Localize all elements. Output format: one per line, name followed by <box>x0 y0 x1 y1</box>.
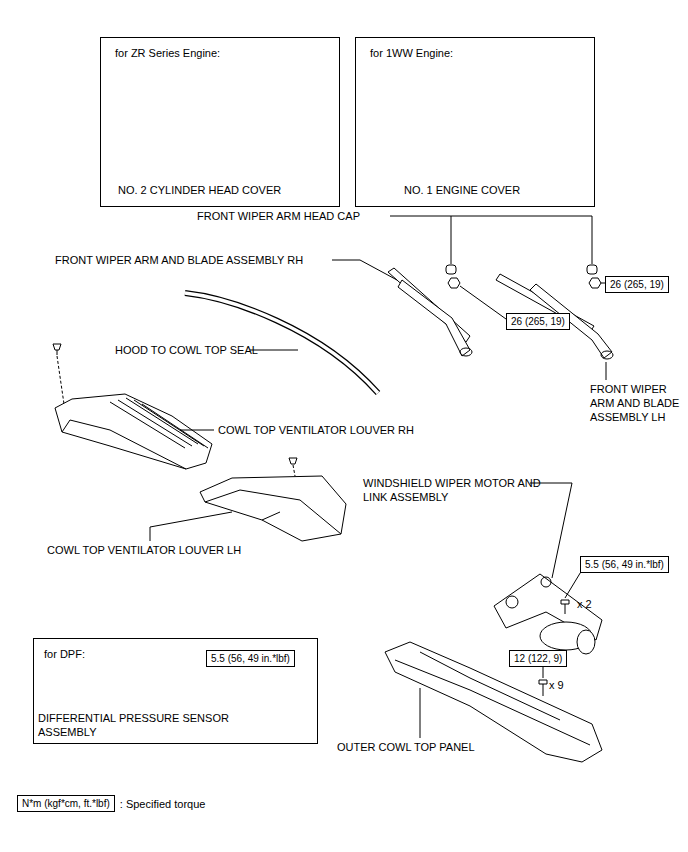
louver-rib <box>110 398 208 448</box>
leader-line <box>606 362 607 380</box>
quantity-label: x 9 <box>549 678 564 692</box>
clip <box>53 344 61 355</box>
variant-heading: for ZR Series Engine: <box>115 46 315 60</box>
variant-box: for DPF:DIFFERENTIAL PRESSURE SENSOR ASS… <box>33 638 318 744</box>
variant-box: for 1WW Engine: NO. 1 ENGINE COVER <box>355 37 595 207</box>
louver-edge <box>205 490 341 534</box>
nut <box>589 278 601 288</box>
arm-pivot <box>460 348 472 356</box>
pivot <box>541 577 551 587</box>
part-label: COWL TOP VENTILATOR LOUVER RH <box>218 423 414 437</box>
louver-outline <box>200 476 346 541</box>
leader-line <box>332 260 397 280</box>
torque-value: 5.5 (56, 49 in.*lbf) <box>211 653 290 664</box>
part-label: NO. 2 CYLINDER HEAD COVER <box>118 183 333 197</box>
part-label: HOOD TO COWL TOP SEAL <box>115 343 258 357</box>
motor-end <box>577 630 595 654</box>
torque-box: 26 (265, 19) <box>605 276 669 293</box>
leader-line <box>390 216 592 264</box>
dashed-line <box>293 465 295 476</box>
part-label: WINDSHIELD WIPER MOTOR AND LINK ASSEMBLY <box>363 476 543 504</box>
leader-line <box>565 570 582 598</box>
legend-torque-box: N*m (kgf*cm, ft.*lbf) <box>17 795 115 812</box>
wiper-motor-link <box>494 574 602 654</box>
part-label: NO. 1 ENGINE COVER <box>404 183 584 197</box>
part-label: FRONT WIPER ARM AND BLADE ASSEMBLY LH <box>590 382 684 424</box>
torque-value: 26 (265, 19) <box>610 279 664 290</box>
part-label: DIFFERENTIAL PRESSURE SENSOR ASSEMBLY <box>38 711 268 739</box>
variant-box: for ZR Series Engine: NO. 2 CYLINDER HEAD… <box>100 37 340 207</box>
wiper-arm-lh <box>496 274 613 359</box>
leader-line <box>530 483 572 578</box>
bolt <box>539 680 547 696</box>
head-cap <box>446 265 456 274</box>
arm-pivot <box>601 351 613 359</box>
leader-line <box>180 430 214 431</box>
torque-box: 5.5 (56, 49 in.*lbf) <box>580 556 669 573</box>
part-label: FRONT WIPER ARM AND BLADE ASSEMBLY RH <box>55 253 303 267</box>
quantity-label: x 2 <box>577 597 592 611</box>
legend-text: : Specified torque <box>120 797 206 811</box>
louver-edge <box>62 420 186 469</box>
bolt <box>561 600 569 614</box>
clip <box>289 458 297 464</box>
torque-value: N*m (kgf*cm, ft.*lbf) <box>22 798 110 809</box>
louver-outline <box>55 394 212 469</box>
seal <box>185 293 378 393</box>
part-label: OUTER COWL TOP PANEL <box>337 740 475 754</box>
head-cap <box>587 265 597 274</box>
leader-line <box>150 512 232 541</box>
part-label: COWL TOP VENTILATOR LOUVER LH <box>47 543 241 557</box>
callout-label: FRONT WIPER ARM HEAD CAP <box>197 209 360 223</box>
louver-lh <box>200 476 346 541</box>
torque-value: 26 (265, 19) <box>511 316 565 327</box>
wiper-arm-rh <box>388 268 472 356</box>
torque-value: 5.5 (56, 49 in.*lbf) <box>585 559 664 570</box>
variant-heading: for 1WW Engine: <box>370 46 570 60</box>
pivot <box>506 596 518 608</box>
louver-rh <box>55 394 212 469</box>
torque-box: 12 (122, 9) <box>509 650 567 667</box>
torque-box: 5.5 (56, 49 in.*lbf) <box>206 650 295 667</box>
leader-line <box>420 688 421 738</box>
torque-box: 26 (265, 19) <box>506 313 570 330</box>
dashed-line <box>57 356 64 404</box>
torque-value: 12 (122, 9) <box>514 653 562 664</box>
leader-line <box>460 286 506 319</box>
nut <box>448 278 460 288</box>
seal-inner <box>185 293 378 393</box>
wiper-arm <box>398 280 470 356</box>
